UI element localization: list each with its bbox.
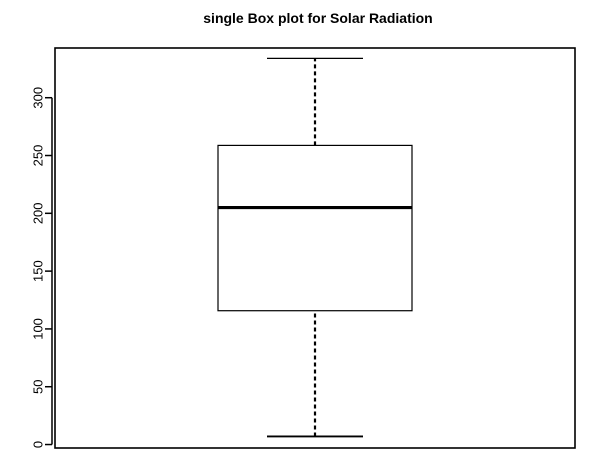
box-series (217, 57, 413, 438)
y-tick-label: 50 (30, 379, 45, 393)
y-tick-label: 100 (30, 318, 45, 340)
y-axis: 0 50 100 150 200 250 300 (30, 87, 53, 448)
iqr-box (217, 144, 413, 312)
plot-frame (54, 47, 576, 449)
y-tick-label: 250 (30, 145, 45, 167)
y-tick-label: 0 (30, 441, 45, 448)
chart-title: single Box plot for Solar Radiation (203, 10, 432, 26)
y-tick-label: 200 (30, 202, 45, 224)
y-tick-label: 150 (30, 260, 45, 282)
y-tick-label: 300 (30, 87, 45, 109)
